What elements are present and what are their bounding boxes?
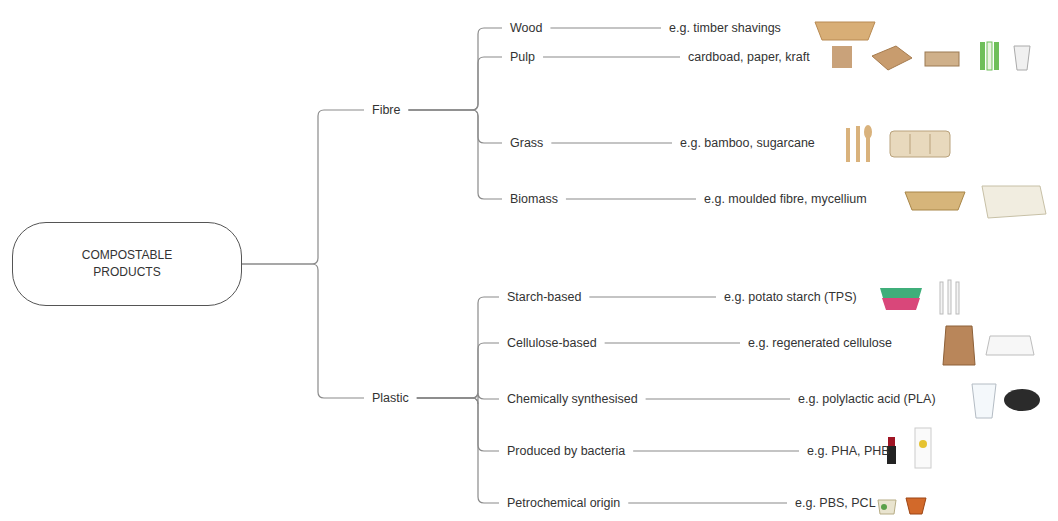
paper-straws xyxy=(980,42,999,70)
node-text: e.g. PHA, PHB xyxy=(807,444,890,458)
node-text: Biomass xyxy=(510,192,558,206)
category-label: Starch-based xyxy=(505,289,583,306)
category-label: Cellulose-based xyxy=(505,335,599,352)
category-label: Plastic xyxy=(370,390,411,407)
category-label: Petrochemical origin xyxy=(505,495,622,512)
food-box xyxy=(925,52,959,66)
node-text: e.g. polylactic acid (PLA) xyxy=(798,392,936,406)
node-text: e.g. regenerated cellulose xyxy=(748,336,892,350)
category-label: Chemically synthesised xyxy=(505,391,640,408)
bamboo-cutlery xyxy=(846,125,872,162)
tree-connector xyxy=(550,27,661,28)
tree-connector xyxy=(605,342,740,343)
mycelium-block xyxy=(982,186,1046,218)
node-text: e.g. PBS, PCL xyxy=(795,496,876,510)
category-label: e.g. potato starch (TPS) xyxy=(722,289,859,306)
tree-connector xyxy=(242,110,364,264)
node-text: e.g. moulded fibre, mycellium xyxy=(704,192,867,206)
node-text: Cellulose-based xyxy=(507,336,597,350)
node-text: Grass xyxy=(510,136,543,150)
category-label: e.g. regenerated cellulose xyxy=(746,335,894,352)
starch-bowl xyxy=(882,298,920,310)
paper-bag xyxy=(943,326,975,365)
node-text: cardboad, paper, kraft xyxy=(688,50,810,64)
category-label: Pulp xyxy=(508,49,537,66)
paper-cup xyxy=(1014,46,1030,70)
sugarcane-tray xyxy=(890,131,950,157)
node-text: Chemically synthesised xyxy=(507,392,638,406)
starch-cutlery xyxy=(940,280,959,314)
node-text: Pulp xyxy=(510,50,535,64)
tree-connector xyxy=(417,343,499,398)
category-label: e.g. moulded fibre, mycellium xyxy=(702,191,869,208)
pizza-box xyxy=(872,46,912,70)
tea-leaf xyxy=(881,504,887,510)
node-text: Produced by bacteria xyxy=(507,444,625,458)
category-label: Produced by bacteria xyxy=(505,443,627,460)
coffee-capsule xyxy=(906,498,926,514)
node-text: Plastic xyxy=(372,391,409,405)
category-label: cardboad, paper, kraft xyxy=(686,49,812,66)
tree-connector xyxy=(408,28,502,110)
tree-connector xyxy=(408,57,502,110)
node-text: e.g. bamboo, sugarcane xyxy=(680,136,815,150)
category-label: Fibre xyxy=(370,102,402,119)
node-text: Wood xyxy=(510,21,542,35)
tree-connector xyxy=(589,296,716,297)
tree-connector xyxy=(417,398,499,451)
tube-label xyxy=(919,440,927,448)
tree-connector xyxy=(417,297,499,398)
category-label: e.g. polylactic acid (PLA) xyxy=(796,391,938,408)
tree-connector xyxy=(408,110,502,143)
node-text: Starch-based xyxy=(507,290,581,304)
node-text: e.g. potato starch (TPS) xyxy=(724,290,857,304)
pla-lid xyxy=(1004,389,1040,411)
tree-connector xyxy=(242,264,364,398)
tree-connector xyxy=(628,502,787,503)
category-label: e.g. PBS, PCL xyxy=(793,495,878,512)
tree-connector xyxy=(417,398,499,503)
node-text: Petrochemical origin xyxy=(507,496,620,510)
tree-connector xyxy=(543,56,680,57)
category-label: Wood xyxy=(508,20,544,37)
moulded-tray xyxy=(905,192,965,210)
wood-tray xyxy=(815,22,875,40)
tree-connector xyxy=(551,142,672,143)
node-text: COMPOSTABLE PRODUCTS xyxy=(72,247,182,282)
category-label: Grass xyxy=(508,135,545,152)
node-text: e.g. timber shavings xyxy=(669,21,781,35)
root-box: COMPOSTABLE PRODUCTS xyxy=(12,222,242,306)
tree-connector xyxy=(408,110,502,199)
pla-cup xyxy=(972,384,996,418)
cosmetic-tube xyxy=(915,428,931,468)
tea-bag xyxy=(878,500,896,514)
tree-connector xyxy=(646,398,790,399)
node-text: Fibre xyxy=(372,103,400,117)
kraft-sheet xyxy=(832,46,852,68)
tree-connector xyxy=(566,198,696,199)
category-label: e.g. timber shavings xyxy=(667,20,783,37)
tree-connector xyxy=(633,450,799,451)
category-label: Biomass xyxy=(508,191,560,208)
category-label: e.g. bamboo, sugarcane xyxy=(678,135,817,152)
clamshell xyxy=(986,336,1034,355)
category-label: e.g. PHA, PHB xyxy=(805,443,892,460)
